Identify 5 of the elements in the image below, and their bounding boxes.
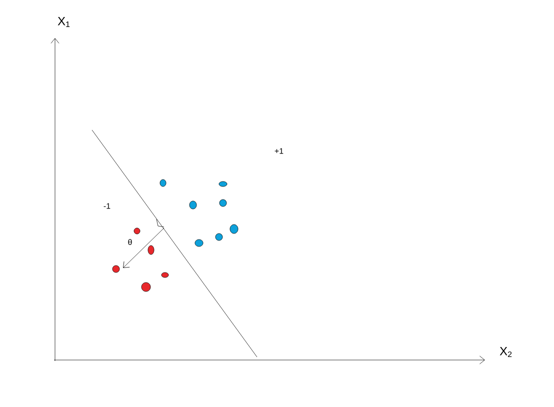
class-label: +1 xyxy=(274,148,284,154)
class-label: -1 xyxy=(104,203,110,209)
axis-label: X$_{1}$ xyxy=(58,16,70,28)
angle-label: θ xyxy=(128,239,132,245)
axis-label: X$_{2}$ xyxy=(500,346,512,358)
